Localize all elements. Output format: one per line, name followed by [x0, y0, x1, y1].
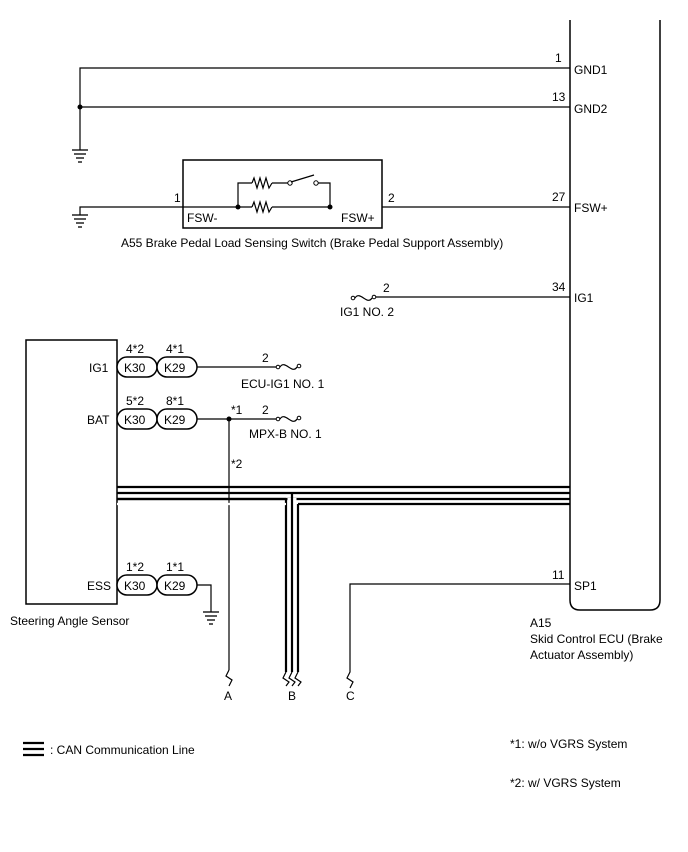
resistor-top [251, 175, 273, 191]
ecu-pin-gnd1: 1 GND1 [555, 51, 608, 77]
k29-pin-ess: 1*1 [166, 560, 184, 574]
ecu-pin-gnd2: 13 GND2 [552, 90, 608, 116]
svg-text:GND2: GND2 [574, 102, 608, 116]
ess-ground-wire [197, 584, 212, 612]
legend-note-1: *1: w/o VGRS System [510, 737, 627, 751]
svg-text:SP1: SP1 [574, 579, 597, 593]
ground-symbol-switch [72, 214, 88, 228]
steering-angle-sensor-box [25, 339, 118, 605]
switch-blade [290, 174, 315, 183]
ecu-pin-ig1: 34 IG1 [552, 280, 594, 305]
switch-node-right [327, 204, 333, 210]
k30-pin-bat: 5*2 [126, 394, 144, 408]
junction-mark-1: *1 [231, 403, 243, 417]
ecu-body [569, 20, 661, 611]
svg-text:34: 34 [552, 280, 566, 294]
junction-mark-2: *2 [231, 457, 243, 471]
sensor-pin-ig1: IG1 [89, 361, 109, 375]
connector-k29-label-ess: K29 [164, 579, 186, 593]
switch-contact-b [313, 180, 319, 186]
connector-k30-label-bat: K30 [124, 413, 146, 427]
sensor-name: Steering Angle Sensor [10, 614, 129, 628]
k30-pin-ig1: 4*2 [126, 342, 144, 356]
fuse-ecu-ig1-no1-label: ECU-IG1 NO. 1 [241, 377, 325, 391]
bus-end-a: A [224, 689, 232, 703]
switch-internal-wiring [183, 182, 331, 208]
ecu-code: A15 [530, 616, 552, 630]
switch-box [182, 159, 383, 229]
gnd-splice [77, 104, 83, 110]
connector-k29-label-bat: K29 [164, 413, 186, 427]
connector-k30-label-ess: K30 [124, 579, 146, 593]
can-line-legend-icon [23, 741, 44, 757]
can-bus-branch-lines [290, 493, 570, 506]
svg-text:IG1: IG1 [574, 291, 594, 305]
legend-can-line: : CAN Communication Line [50, 743, 195, 757]
ground-symbol-top [72, 149, 88, 163]
wire-b-break [282, 671, 302, 687]
svg-text:13: 13 [552, 90, 566, 104]
k29-pin-ig1: 4*1 [166, 342, 184, 356]
ecu-name-line1: Skid Control ECU (Brake [530, 632, 663, 646]
fuse-ig1-no2-label: IG1 NO. 2 [340, 305, 394, 319]
switch-label-left: FSW- [187, 211, 217, 225]
switch-caption: A55 Brake Pedal Load Sensing Switch (Bra… [121, 236, 503, 250]
switch-ground-wire [79, 206, 183, 215]
bus-end-c: C [346, 689, 355, 703]
fuse-mpx-b-no1-label: MPX-B NO. 1 [249, 427, 322, 441]
ecu-name-line2: Actuator Assembly) [530, 648, 633, 662]
switch-pin-right: 2 [388, 191, 395, 205]
bus-end-b: B [288, 689, 296, 703]
connector-k30-label-ig1: K30 [124, 361, 146, 375]
sensor-pin-ess: ESS [87, 579, 111, 593]
switch-pin-left: 1 [174, 191, 181, 205]
switch-label-right: FSW+ [341, 211, 375, 225]
fuse-ig1-no2-pin: 2 [383, 281, 390, 295]
k29-pin-bat: 8*1 [166, 394, 184, 408]
svg-text:11: 11 [552, 568, 565, 582]
sensor-pin-bat: BAT [87, 413, 110, 427]
wire-c [346, 583, 570, 689]
svg-text:27: 27 [552, 190, 566, 204]
k30-pin-ess: 1*2 [126, 560, 144, 574]
switch-node-left [235, 204, 241, 210]
svg-text:1: 1 [555, 51, 562, 65]
wire-a-break [225, 669, 233, 687]
gnd1-wire [79, 67, 570, 150]
resistor-bottom [251, 199, 273, 215]
svg-text:FSW+: FSW+ [574, 201, 608, 215]
fuse-mpx-b-no1-pin: 2 [262, 403, 269, 417]
ecu-pin-fsw-plus: 27 FSW+ [552, 190, 608, 215]
fuse-icon-mpx-b-no1 [275, 415, 302, 422]
connector-k29-label-ig1: K29 [164, 361, 186, 375]
fuse-icon-ig1-no2 [350, 294, 377, 301]
fuse-ecu-ig1-no1-pin: 2 [262, 351, 269, 365]
ecu-pin-sp1: 11 SP1 [552, 568, 597, 593]
ground-symbol-ess [203, 611, 219, 625]
legend-note-2: *2: w/ VGRS System [510, 776, 621, 790]
fuse-icon-ecu-ig1-no1 [275, 363, 302, 370]
svg-text:GND1: GND1 [574, 63, 608, 77]
